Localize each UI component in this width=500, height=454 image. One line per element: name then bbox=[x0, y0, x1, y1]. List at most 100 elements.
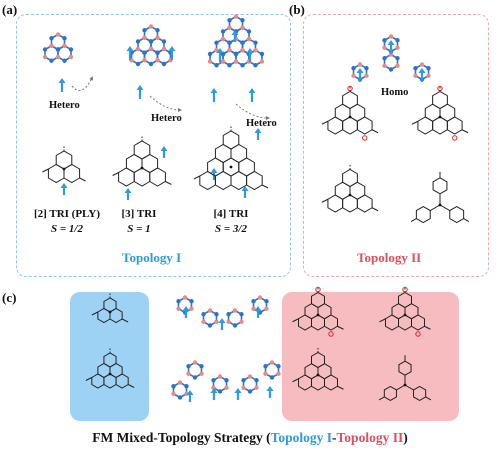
arrow-head bbox=[254, 128, 262, 133]
atom bbox=[227, 25, 232, 30]
triangulene-lattice bbox=[207, 14, 265, 68]
spin-up-arrow bbox=[418, 68, 426, 82]
atom bbox=[276, 371, 281, 376]
bond bbox=[439, 204, 450, 212]
spin-up-arrow bbox=[182, 306, 190, 318]
atom bbox=[233, 59, 239, 64]
atom bbox=[240, 48, 245, 53]
ring bbox=[342, 116, 358, 135]
atom bbox=[239, 319, 244, 324]
ring bbox=[63, 163, 81, 184]
bond bbox=[396, 384, 406, 391]
atom bbox=[161, 39, 167, 44]
panel-c-letter: (c) bbox=[2, 290, 17, 305]
atom bbox=[426, 66, 431, 71]
atom bbox=[148, 39, 154, 44]
atom bbox=[142, 28, 147, 33]
atom bbox=[217, 374, 223, 379]
hexagon-ring bbox=[143, 48, 159, 65]
atom bbox=[49, 36, 54, 41]
atom bbox=[161, 61, 167, 67]
topology-ii-label: Topology II bbox=[357, 250, 422, 265]
atom bbox=[214, 319, 219, 324]
hexagon-ring bbox=[172, 381, 188, 399]
ring bbox=[311, 374, 325, 391]
atom bbox=[177, 395, 183, 400]
tri2-skeleton bbox=[42, 145, 86, 184]
atom bbox=[214, 312, 219, 317]
atom bbox=[233, 14, 239, 19]
methyl-stub bbox=[121, 318, 129, 323]
ring bbox=[298, 374, 313, 391]
ring bbox=[449, 206, 465, 224]
tri3-spin: S = 1 bbox=[127, 223, 151, 235]
tri4-name: [4] TRI bbox=[213, 208, 249, 220]
atom bbox=[135, 39, 141, 44]
methyl-stub bbox=[461, 129, 469, 134]
spin-up-arrow bbox=[248, 88, 256, 102]
methyl-stub bbox=[292, 378, 299, 383]
strategy-topology-ii: Topology II bbox=[336, 430, 404, 445]
methyl-stub bbox=[425, 396, 432, 401]
c-tri2-skeleton bbox=[91, 292, 129, 324]
atom bbox=[257, 295, 263, 300]
atom bbox=[207, 323, 213, 328]
oxygen-atom bbox=[362, 135, 368, 141]
bond bbox=[430, 204, 441, 212]
spin-up-arrow bbox=[60, 183, 68, 195]
arrow-head bbox=[254, 306, 262, 311]
atom bbox=[211, 385, 216, 390]
spin-up-arrow bbox=[160, 146, 168, 158]
spin-up-arrow bbox=[266, 386, 274, 398]
atom bbox=[388, 34, 394, 39]
atom bbox=[201, 319, 206, 324]
triarylmethyl-skeleton bbox=[410, 171, 470, 224]
hetero-curve bbox=[235, 103, 270, 120]
ring bbox=[410, 314, 425, 331]
atom bbox=[232, 323, 238, 328]
atom bbox=[68, 54, 74, 60]
arrow-head bbox=[168, 46, 176, 51]
atom bbox=[226, 319, 231, 324]
arrow-head bbox=[241, 186, 249, 191]
atom bbox=[189, 299, 194, 304]
arrow-head bbox=[210, 88, 218, 93]
spin-arrows bbox=[58, 30, 426, 402]
atom bbox=[364, 66, 369, 71]
methyl-stub bbox=[85, 377, 93, 381]
arrow-head bbox=[160, 146, 168, 151]
oxo-triangulene-skeleton bbox=[411, 85, 469, 141]
atom bbox=[263, 371, 268, 376]
spin-up-arrow bbox=[387, 40, 395, 54]
atom bbox=[186, 371, 191, 376]
atom bbox=[199, 364, 204, 369]
spin-up-arrow bbox=[126, 46, 134, 60]
ring bbox=[214, 170, 232, 191]
ring bbox=[115, 373, 129, 389]
hexagon-ring bbox=[212, 375, 228, 393]
atom bbox=[171, 391, 176, 396]
methyl-stub bbox=[337, 325, 344, 330]
arrow-head bbox=[182, 306, 190, 311]
atom bbox=[142, 58, 147, 63]
atom bbox=[192, 360, 198, 365]
strategy-topology-i: Topology I bbox=[270, 430, 333, 445]
ring bbox=[398, 360, 412, 376]
hexagon-ring bbox=[264, 361, 280, 379]
ring bbox=[342, 194, 358, 213]
spin-up-arrow bbox=[254, 128, 262, 140]
arrow-head bbox=[186, 390, 194, 395]
methyl-stub bbox=[193, 175, 201, 180]
ring bbox=[398, 314, 412, 331]
spin-up-arrow bbox=[254, 306, 262, 318]
spin-up-arrow bbox=[216, 48, 224, 62]
atom bbox=[276, 364, 281, 369]
oxygen-atom bbox=[437, 85, 443, 92]
atom bbox=[214, 48, 219, 53]
hexagon-ring bbox=[383, 53, 399, 71]
atom bbox=[42, 47, 48, 52]
atom bbox=[171, 384, 176, 389]
hexagonal-lattices bbox=[42, 14, 431, 400]
hexagon-ring bbox=[156, 48, 172, 65]
ring bbox=[47, 163, 65, 184]
